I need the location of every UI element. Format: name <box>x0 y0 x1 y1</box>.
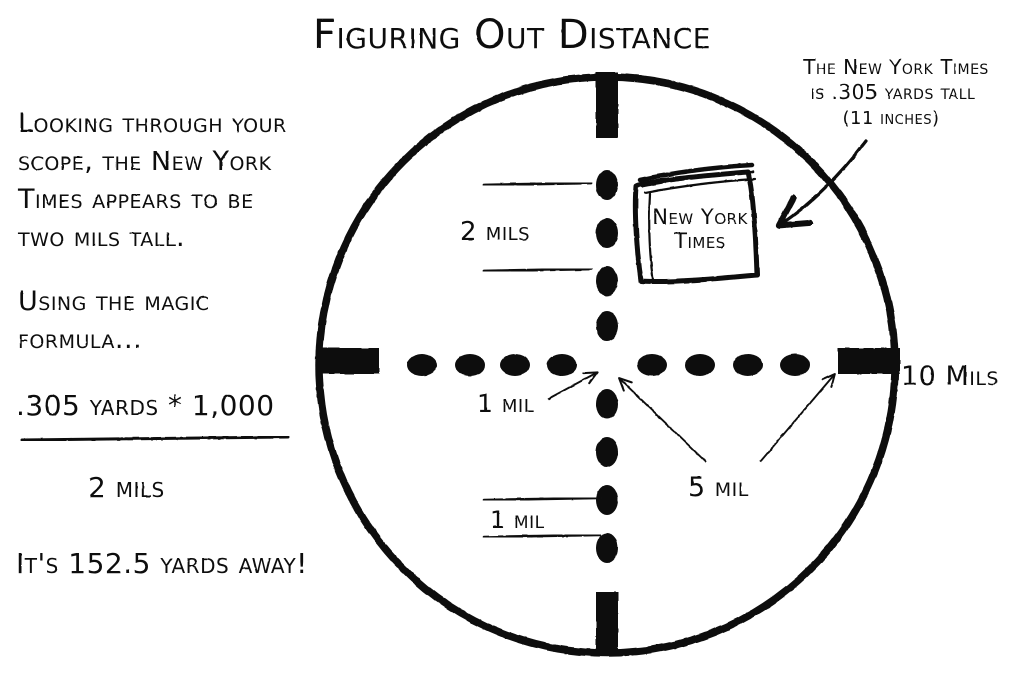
mil-dot <box>733 354 763 376</box>
mil-dot <box>780 354 810 376</box>
formula-block: .305 yards * 1,000 2 mils It's 152.5 yar… <box>16 389 308 580</box>
newspaper-note-line-3: (11 inches) <box>842 108 939 129</box>
formula-numerator: .305 yards * 1,000 <box>16 389 275 422</box>
newspaper-fold-line-1 <box>637 162 755 183</box>
two-mils-measure: 2 mils <box>460 181 593 273</box>
one-mil-left-label: 1 mil <box>477 389 534 418</box>
mil-dot <box>596 485 618 515</box>
mil-dot <box>500 354 530 376</box>
newspaper-title-line-2: Times <box>673 229 726 253</box>
page-title-text: Figuring Out Distance <box>313 12 711 58</box>
mil-dots-vertical-upper <box>596 170 618 341</box>
two-mils-label: 2 mils <box>460 217 530 247</box>
newspaper-note-arrow <box>781 139 868 224</box>
one-mil-left-callout: 1 mil <box>477 371 599 418</box>
newspaper-note-line-1: The New York Times <box>802 55 989 79</box>
formula-divider-line <box>20 435 290 442</box>
two-mils-top-rule <box>482 181 593 187</box>
mil-dot <box>596 218 618 248</box>
page-title: Figuring Out Distance <box>313 12 711 58</box>
ten-mils-scale: 10 Mils <box>901 139 999 594</box>
newspaper-fold-line-3 <box>643 177 757 195</box>
two-mils-bottom-rule <box>482 267 593 273</box>
newspaper-spine-line <box>648 192 655 282</box>
scope-reticle <box>315 72 900 657</box>
explanation-line-2: scope, the New York <box>18 146 272 177</box>
explanation-line-6: formula... <box>18 324 142 355</box>
mil-dot <box>685 354 715 376</box>
formula-denominator: 2 mils <box>88 471 165 504</box>
mil-dots-horizontal-left <box>407 354 577 376</box>
explanation-line-4: two mils tall. <box>17 222 185 253</box>
one-mil-bottom-rule <box>482 533 602 539</box>
five-mil-callout: 5 mil <box>618 373 836 503</box>
one-mil-bottom-label: 1 mil <box>490 506 545 534</box>
reticle-post-bottom <box>596 592 618 654</box>
mil-dot <box>596 533 618 563</box>
reticle-post-right <box>838 348 900 374</box>
newspaper-fold-line-2 <box>641 170 755 188</box>
mil-dots-horizontal-right <box>637 354 810 376</box>
mil-dot <box>596 311 618 341</box>
mil-dot <box>596 266 618 296</box>
explanation-block: Looking through your scope, the New York… <box>17 108 287 355</box>
formula-result: It's 152.5 yards away! <box>16 547 308 580</box>
explanation-line-5: Using the magic <box>18 286 210 317</box>
one-mil-arrow-to-center <box>547 371 599 400</box>
ten-mils-label: 10 Mils <box>901 361 999 392</box>
one-mil-top-rule <box>482 496 602 502</box>
newspaper-title-line-1: New York <box>652 205 748 229</box>
five-mil-label: 5 mil <box>688 472 749 503</box>
explanation-line-1: Looking through your <box>18 108 287 139</box>
mil-dot <box>596 437 618 467</box>
reticle-post-top <box>596 72 618 138</box>
mil-dot <box>455 354 485 376</box>
one-mil-bottom-measure: 1 mil <box>482 496 602 539</box>
mil-dot <box>596 389 618 419</box>
explanation-line-3: Times appears to be <box>17 184 254 215</box>
newspaper-note: The New York Times is .305 yards tall (1… <box>781 55 989 224</box>
mil-dot <box>547 354 577 376</box>
reticle-post-left <box>317 348 379 374</box>
mil-dot <box>596 170 618 200</box>
mil-dots-vertical-lower <box>596 389 618 563</box>
mil-dot <box>637 354 667 376</box>
newspaper-note-line-2: is .305 yards tall <box>811 80 976 104</box>
newspaper-sketch: New York Times <box>632 162 760 285</box>
five-mil-arrow-to-center <box>618 377 707 463</box>
five-mil-arrow-to-right-post <box>759 373 836 463</box>
mil-dot <box>407 354 437 376</box>
